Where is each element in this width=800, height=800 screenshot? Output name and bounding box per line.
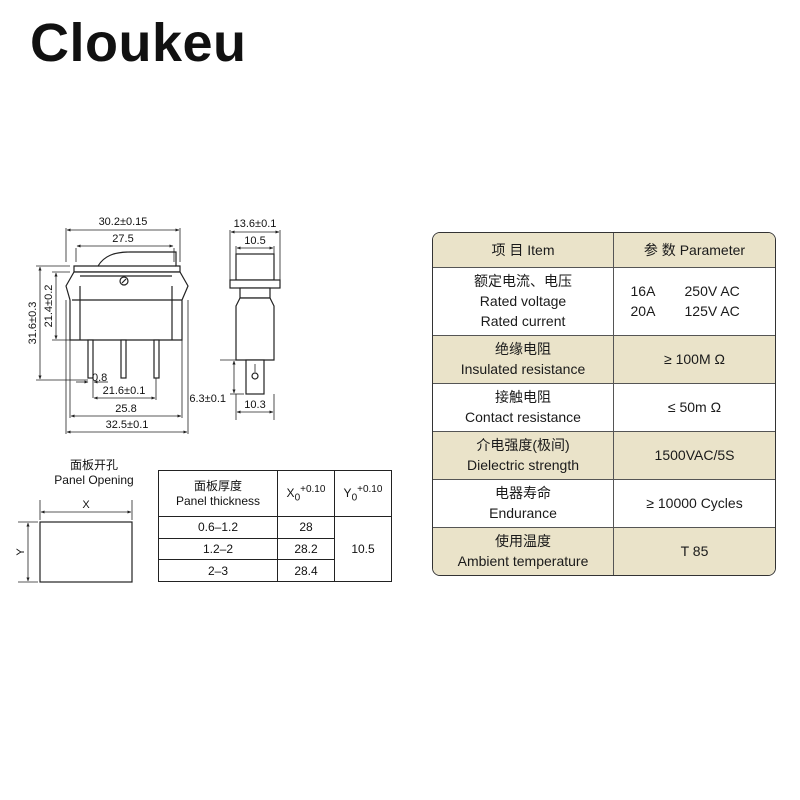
panel-opening-drawing bbox=[18, 500, 133, 583]
spec-header-item: 项 目 Item bbox=[433, 233, 614, 268]
spec-rating-voltage-2: 125V AC bbox=[684, 303, 740, 319]
pt-header-x-sub: 0 bbox=[294, 492, 301, 504]
dim-top-inner: 27.5 bbox=[112, 233, 133, 245]
dim-pin-width: 0.8 bbox=[92, 372, 107, 384]
table-row: 额定电流、电压 Rated voltage Rated current 16A … bbox=[433, 266, 775, 336]
spec-rating-current-2: 20A bbox=[630, 303, 656, 319]
spec-item-cell: 使用温度 Ambient temperature bbox=[433, 526, 614, 575]
spec-value-cell: ≥ 10000 Cycles bbox=[613, 478, 775, 528]
pt-header-x-base: X bbox=[286, 485, 295, 500]
front-view bbox=[36, 228, 189, 434]
panel-opening-rect bbox=[39, 521, 133, 583]
spec-item-cell: 介电强度(极间) Dielectric strength bbox=[433, 430, 614, 480]
rocker-button bbox=[73, 251, 181, 273]
spec-item-en2: Rated current bbox=[480, 313, 566, 329]
spec-value-cell: ≤ 50m Ω bbox=[613, 382, 775, 432]
spec-item-en: Ambient temperature bbox=[457, 553, 589, 570]
pt-header-y-sub: 0 bbox=[351, 492, 358, 504]
pt-y-cell: 10.5 bbox=[334, 516, 392, 582]
pt-header-y-base: Y bbox=[343, 485, 352, 500]
spec-item-en: Endurance bbox=[489, 505, 557, 521]
pt-header-cn: 面板厚度 bbox=[193, 478, 242, 493]
side-dim-top-inner: 10.5 bbox=[244, 235, 265, 247]
spec-item-cell: 接触电阻 Contact resistance bbox=[433, 382, 614, 432]
table-row: 0.6–1.2 28 10.5 bbox=[158, 516, 392, 582]
pt-x-cell: 28.4 bbox=[277, 559, 335, 582]
spec-item-cn: 使用温度 bbox=[495, 533, 551, 550]
spec-item-cn: 接触电阻 bbox=[495, 389, 551, 405]
spec-item-en: Contact resistance bbox=[465, 409, 581, 425]
pt-header-y: Y0+0.10 bbox=[334, 470, 392, 517]
dim-height-body: 21.4±0.2 bbox=[43, 285, 55, 328]
spec-item-cell: 绝缘电阻 Insulated resistance bbox=[433, 334, 614, 384]
spec-value-cell: 1500VAC/5S bbox=[613, 430, 775, 480]
dim-bottom-overall: 32.5±0.1 bbox=[106, 419, 149, 431]
spec-item-cell: 电器寿命 Endurance bbox=[433, 478, 614, 528]
spec-item-cn: 电器寿命 bbox=[495, 485, 551, 501]
table-row: 接触电阻 Contact resistance ≤ 50m Ω bbox=[433, 382, 775, 432]
spec-item-en: Insulated resistance bbox=[460, 361, 586, 377]
spec-value-cell: 16A 250V AC 20A 125V AC bbox=[613, 266, 775, 336]
panel-opening-label-cn: 面板开孔 bbox=[69, 458, 118, 472]
side-dim-bottom: 10.3 bbox=[244, 399, 265, 411]
spec-item-en: Rated voltage bbox=[479, 293, 567, 309]
spec-item-cn: 介电强度(极间) bbox=[476, 437, 570, 453]
panel-axis-y: Y bbox=[15, 548, 27, 556]
table-row: 电器寿命 Endurance ≥ 10000 Cycles bbox=[433, 478, 775, 528]
spec-value-cell: T 85 bbox=[613, 526, 775, 575]
switch-body bbox=[65, 271, 189, 341]
spec-item-cn: 额定电流、电压 bbox=[474, 273, 572, 289]
terminal-pins bbox=[87, 339, 160, 379]
table-row: 1.2–2 28.2 bbox=[158, 537, 392, 561]
side-dim-top-overall: 13.6±0.1 bbox=[234, 218, 277, 230]
brand-logo-text: Cloukeu bbox=[30, 13, 247, 73]
table-row: 使用温度 Ambient temperature T 85 bbox=[433, 526, 775, 575]
pt-x-cell: 28.2 bbox=[277, 537, 335, 561]
spec-item-en: Dielectric strength bbox=[466, 457, 580, 473]
dim-height-overall: 31.6±0.3 bbox=[27, 302, 39, 345]
spec-rating-pair: 16A 250V AC 20A 125V AC bbox=[616, 281, 773, 321]
table-row: 介电强度(极间) Dielectric strength 1500VAC/5S bbox=[433, 430, 775, 480]
pt-thickness-cell: 2–3 bbox=[158, 559, 278, 582]
pt-thickness-cell: 1.2–2 bbox=[158, 537, 278, 561]
side-dim-pin-height: 6.3±0.1 bbox=[189, 393, 226, 405]
indicator-dot bbox=[119, 276, 129, 286]
spec-header-param: 参 数 Parameter bbox=[613, 233, 775, 268]
spec-value-cell: ≥ 100M Ω bbox=[613, 334, 775, 384]
spec-item-cn: 绝缘电阻 bbox=[495, 341, 551, 357]
pt-header-en: Panel thickness bbox=[175, 493, 261, 508]
pt-header-thickness: 面板厚度 Panel thickness bbox=[158, 470, 278, 517]
spec-table: 项 目 Item 参 数 Parameter 额定电流、电压 Rated vol… bbox=[432, 232, 776, 576]
panel-thickness-table: 面板厚度 Panel thickness X0+0.10 Y0+0.10 0.6… bbox=[158, 470, 392, 582]
spec-rating-current-1: 16A bbox=[630, 283, 656, 299]
dim-bottom-inner: 25.8 bbox=[115, 403, 136, 415]
pt-header-x-tol: +0.10 bbox=[300, 483, 326, 495]
side-terminal bbox=[245, 359, 265, 395]
table-row: 2–3 28.4 bbox=[158, 559, 392, 582]
pt-header-x: X0+0.10 bbox=[277, 470, 335, 517]
panel-opening-label: 面板开孔 Panel Opening bbox=[40, 458, 148, 488]
panel-opening-label-en: Panel Opening bbox=[54, 473, 134, 487]
spec-item-cell: 额定电流、电压 Rated voltage Rated current bbox=[433, 266, 614, 336]
side-view bbox=[220, 230, 281, 420]
dim-top-overall: 30.2±0.15 bbox=[99, 216, 148, 228]
pt-x-cell: 28 bbox=[277, 516, 335, 539]
spec-rating-voltage-1: 250V AC bbox=[684, 283, 740, 299]
table-row: 绝缘电阻 Insulated resistance ≥ 100M Ω bbox=[433, 334, 775, 384]
panel-axis-x: X bbox=[82, 499, 90, 511]
pt-header-y-tol: +0.10 bbox=[357, 483, 383, 495]
side-cap bbox=[229, 279, 281, 289]
dim-pin-span: 21.6±0.1 bbox=[103, 385, 146, 397]
spec-header-row: 项 目 Item 参 数 Parameter bbox=[433, 233, 775, 268]
pt-thickness-cell: 0.6–1.2 bbox=[158, 516, 278, 539]
